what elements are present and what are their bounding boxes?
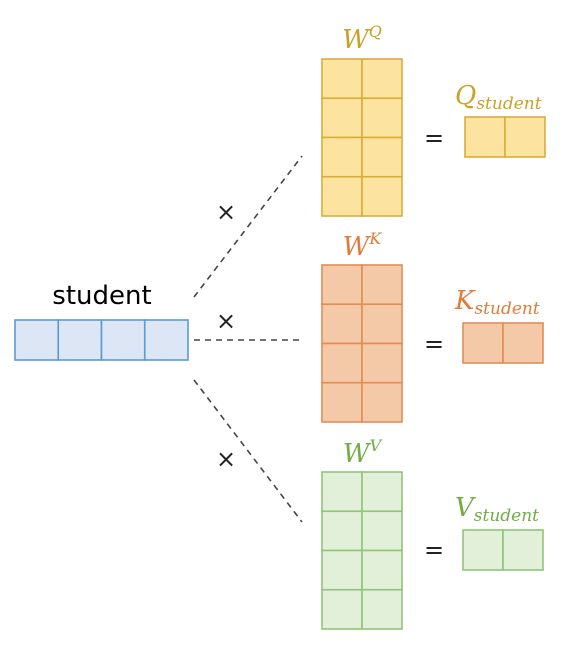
weight-cell — [321, 471, 363, 513]
equals-symbol-q: = — [424, 124, 444, 152]
weight-matrix-q — [321, 58, 403, 217]
result-cell — [502, 322, 544, 364]
weight-q-label: WQ — [342, 22, 382, 55]
input-label: student — [52, 281, 151, 311]
weight-cell — [361, 471, 403, 513]
weight-cell — [361, 264, 403, 306]
input-block: student — [14, 281, 189, 361]
equals-symbol-v: = — [424, 536, 444, 564]
weight-cell — [321, 303, 363, 345]
result-cell — [504, 116, 546, 158]
connector-v — [193, 379, 303, 523]
equals-symbol-k: = — [424, 330, 444, 358]
result-q-label: Qstudent — [455, 81, 542, 114]
result-cell — [464, 116, 506, 158]
input-cell — [14, 319, 60, 361]
result-vector-q — [464, 116, 546, 158]
weight-cell — [361, 549, 403, 591]
weight-cell — [361, 342, 403, 384]
branch-key: WK = Kstudent — [321, 229, 544, 423]
weight-cell — [361, 303, 403, 345]
weight-cell — [361, 175, 403, 217]
weight-matrix-v — [321, 471, 403, 630]
result-cell — [462, 529, 504, 571]
weight-cell — [361, 97, 403, 139]
weight-cell — [321, 510, 363, 552]
weight-matrix-k — [321, 264, 403, 423]
input-vector — [14, 319, 189, 361]
weight-v-label: WV — [343, 436, 383, 469]
result-k-label: Kstudent — [454, 286, 540, 319]
branch-query: WQ = Qstudent — [321, 22, 546, 217]
weight-cell — [321, 549, 363, 591]
input-cell — [100, 319, 146, 361]
weight-cell — [321, 58, 363, 100]
multiply-symbol-q: × — [216, 198, 236, 226]
weight-cell — [321, 342, 363, 384]
weight-cell — [361, 381, 403, 423]
result-vector-v — [462, 529, 544, 571]
multiply-symbol-v: × — [216, 445, 236, 473]
result-vector-k — [462, 322, 544, 364]
weight-cell — [361, 58, 403, 100]
weight-cell — [361, 136, 403, 178]
connector-q — [193, 155, 303, 298]
weight-cell — [321, 175, 363, 217]
weight-cell — [361, 588, 403, 630]
result-v-label: Vstudent — [455, 493, 539, 526]
weight-cell — [321, 264, 363, 306]
input-cell — [143, 319, 189, 361]
result-cell — [462, 322, 504, 364]
input-cell — [57, 319, 103, 361]
branch-value: WV = Vstudent — [321, 436, 544, 630]
weight-cell — [321, 136, 363, 178]
weight-cell — [321, 381, 363, 423]
weight-cell — [361, 510, 403, 552]
multiply-symbol-k: × — [216, 307, 236, 335]
weight-cell — [321, 588, 363, 630]
result-cell — [502, 529, 544, 571]
weight-k-label: WK — [343, 229, 383, 262]
weight-cell — [321, 97, 363, 139]
